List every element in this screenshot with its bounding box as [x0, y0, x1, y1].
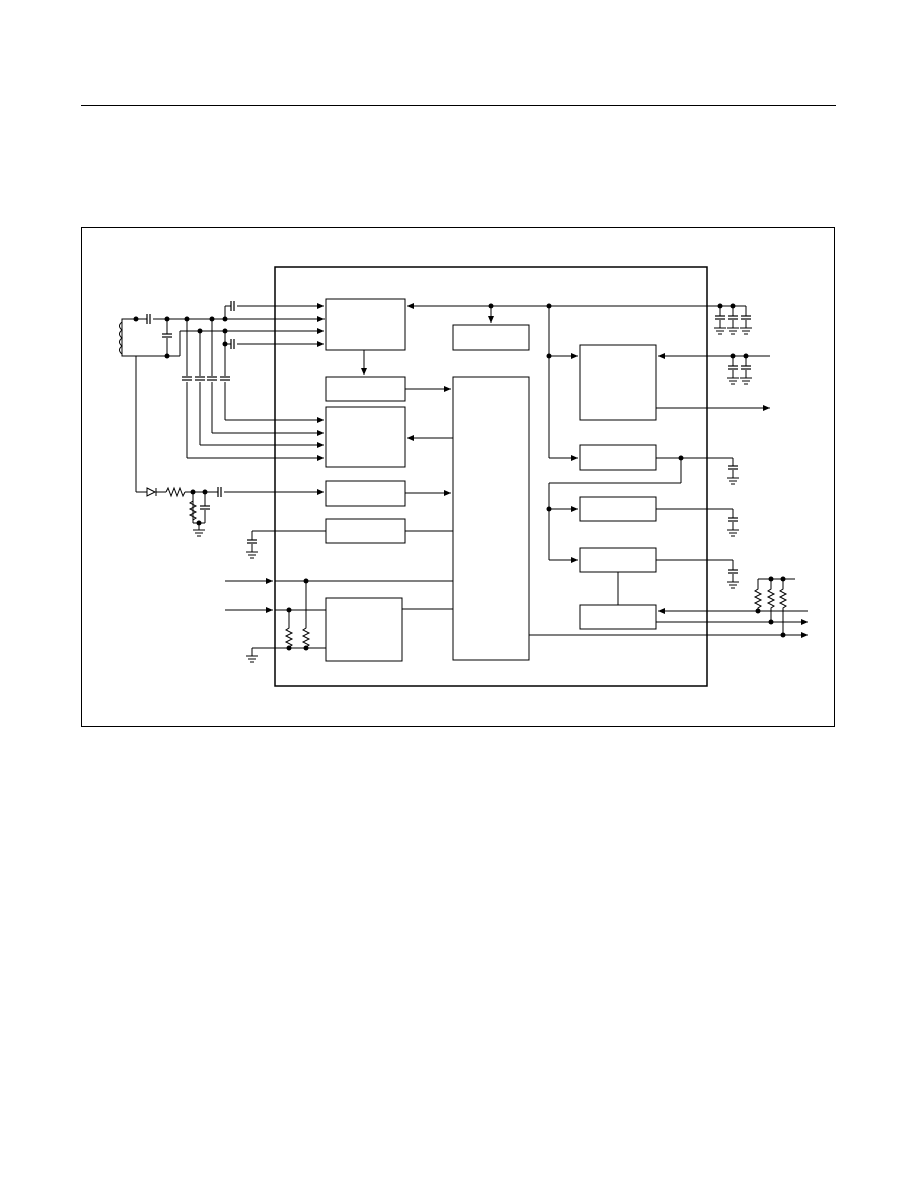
ic-outline: [274, 266, 708, 687]
block-2: [452, 324, 530, 351]
figure-frame: [81, 227, 835, 727]
resistors: [189, 497, 787, 651]
block-11: [579, 496, 657, 522]
block-13: [579, 604, 657, 630]
block-9: [579, 344, 657, 421]
block-12: [579, 547, 657, 573]
block-7: [325, 518, 406, 544]
block-8: [325, 597, 403, 662]
diode-symbol: [146, 487, 157, 497]
block-3: [325, 376, 406, 402]
block-6: [325, 480, 406, 507]
junctions: [133, 303, 786, 651]
capacitors: [146, 300, 752, 574]
block-1: [325, 298, 406, 351]
grounds: [192, 327, 753, 663]
block-5: [325, 406, 406, 468]
header-rule: [81, 105, 836, 106]
block-4: [452, 376, 530, 661]
block-10: [579, 444, 657, 471]
